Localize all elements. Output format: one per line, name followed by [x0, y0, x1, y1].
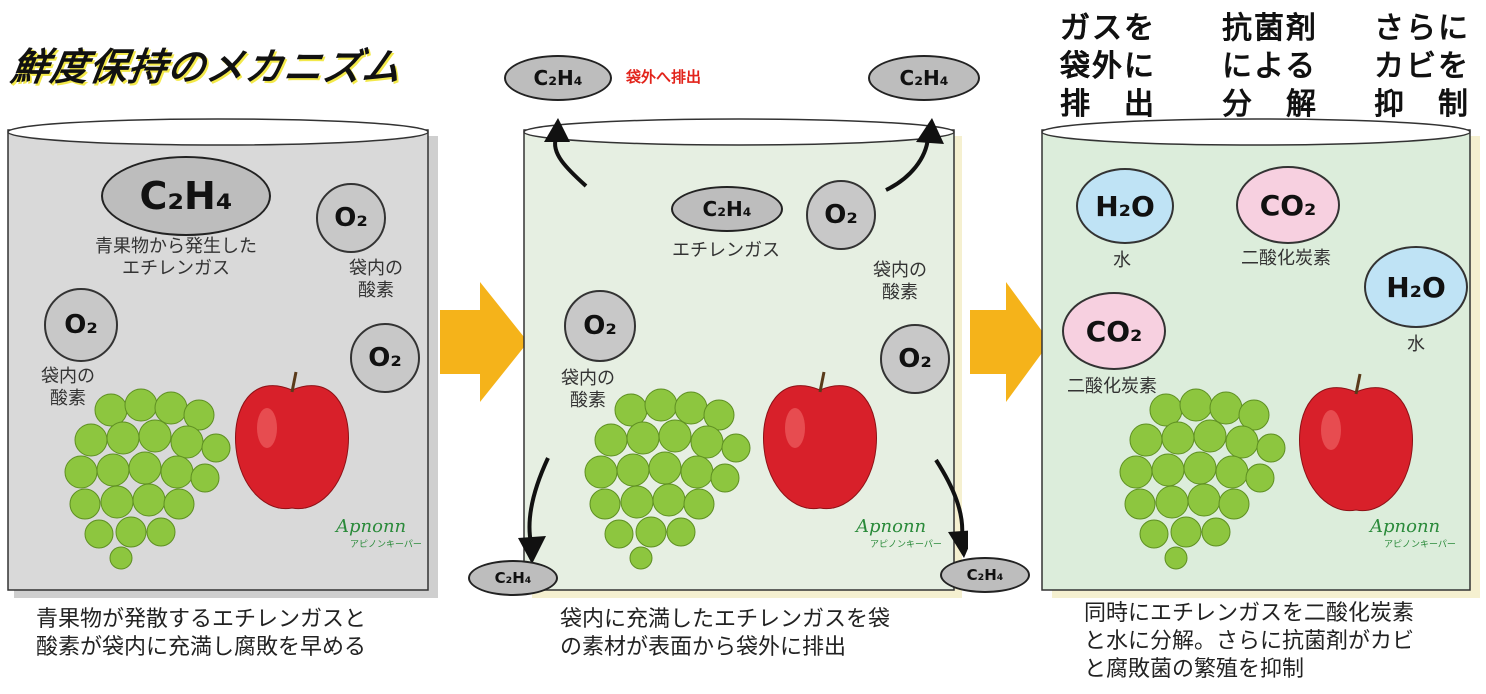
- logo-subtext: アピノンキーパー: [1384, 540, 1456, 550]
- logo-subtext: アピノンキーパー: [870, 540, 942, 550]
- water-bubble: H₂O: [1364, 246, 1468, 328]
- ethylene-bubble: C₂H₄: [101, 156, 271, 236]
- caption-before: 青果物が発散するエチレンガスと 酸素が袋内に充満し腐敗を早める: [36, 607, 367, 660]
- oxygen-bubble: O₂: [350, 323, 420, 393]
- apnonn-logo: Apnonn アピノンキーパー: [856, 516, 942, 550]
- oxygen-label: 袋内の 酸素: [873, 260, 927, 303]
- emitted-ethylene-bubble: C₂H₄: [504, 55, 612, 101]
- oxygen-bubble: O₂: [44, 288, 118, 362]
- logo-text: Apnonn: [336, 516, 407, 537]
- emitted-ethylene-bubble: C₂H₄: [868, 55, 980, 101]
- water-label: 水: [1113, 250, 1131, 271]
- oxygen-bubble: O₂: [316, 183, 386, 253]
- panel-decompose: H₂O 水 CO₂ 二酸化炭素 H₂O 水 CO₂ 二酸化炭素 Apnonn ア…: [1040, 118, 1482, 598]
- grapes-image: [64, 388, 231, 570]
- grapes-image: [1119, 388, 1286, 570]
- action-heading-exhaust: ガスを 袋外に 排 出: [1060, 11, 1156, 122]
- apple-image: [1298, 373, 1414, 512]
- apnonn-logo: Apnonn アピノンキーパー: [336, 516, 422, 550]
- action-heading-suppress: さらに カビを 抑 制: [1374, 11, 1470, 122]
- water-bubble: H₂O: [1076, 168, 1174, 244]
- apnonn-logo: Apnonn アピノンキーパー: [1370, 516, 1456, 550]
- grapes-image: [584, 388, 751, 570]
- oxygen-bubble: O₂: [880, 324, 950, 394]
- co2-bubble: CO₂: [1236, 166, 1340, 244]
- emitted-ethylene-bubble: C₂H₄: [468, 560, 558, 596]
- oxygen-bubble: O₂: [806, 180, 876, 250]
- oxygen-label: 袋内の 酸素: [349, 258, 403, 301]
- logo-text: Apnonn: [856, 516, 927, 537]
- diagram-title: 鮮度保持のメカニズム: [8, 45, 405, 89]
- co2-bubble: CO₂: [1062, 292, 1166, 370]
- oxygen-bubble: O₂: [564, 290, 636, 362]
- emitted-ethylene-bubble: C₂H₄: [940, 557, 1030, 593]
- ethylene-bubble: C₂H₄: [671, 186, 783, 232]
- ethylene-label: エチレンガス: [672, 240, 780, 261]
- caption-decompose: 同時にエチレンガスを二酸化炭素 と水に分解。さらに抗菌剤がカビ と腐敗菌の繁殖を…: [1084, 601, 1415, 682]
- ethylene-label: 青果物から発生した エチレンガス: [95, 236, 257, 279]
- process-arrow-icon: [440, 282, 528, 402]
- apple-image: [762, 371, 878, 510]
- co2-label: 二酸化炭素: [1241, 248, 1331, 269]
- water-label: 水: [1407, 334, 1425, 355]
- apple-image: [234, 371, 350, 510]
- emit-outside-label: 袋外へ排出: [626, 68, 702, 86]
- process-arrow-icon: [970, 282, 1050, 402]
- panel-emission: C₂H₄ エチレンガス O₂ 袋内の 酸素 O₂ 袋内の 酸素 O₂ Apnon…: [516, 118, 968, 598]
- action-heading-decompose: 抗菌剤 による 分 解: [1222, 11, 1318, 122]
- logo-text: Apnonn: [1370, 516, 1441, 537]
- caption-emission: 袋内に充満したエチレンガスを袋 の素材が表面から袋外に排出: [560, 607, 891, 660]
- oxygen-label: 袋内の 酸素: [561, 368, 615, 411]
- panel-before: C₂H₄ 青果物から発生した エチレンガス O₂ 袋内の 酸素 O₂ 袋内の 酸…: [6, 118, 438, 598]
- logo-subtext: アピノンキーパー: [350, 540, 422, 550]
- co2-label: 二酸化炭素: [1067, 376, 1157, 397]
- oxygen-label: 袋内の 酸素: [41, 366, 95, 409]
